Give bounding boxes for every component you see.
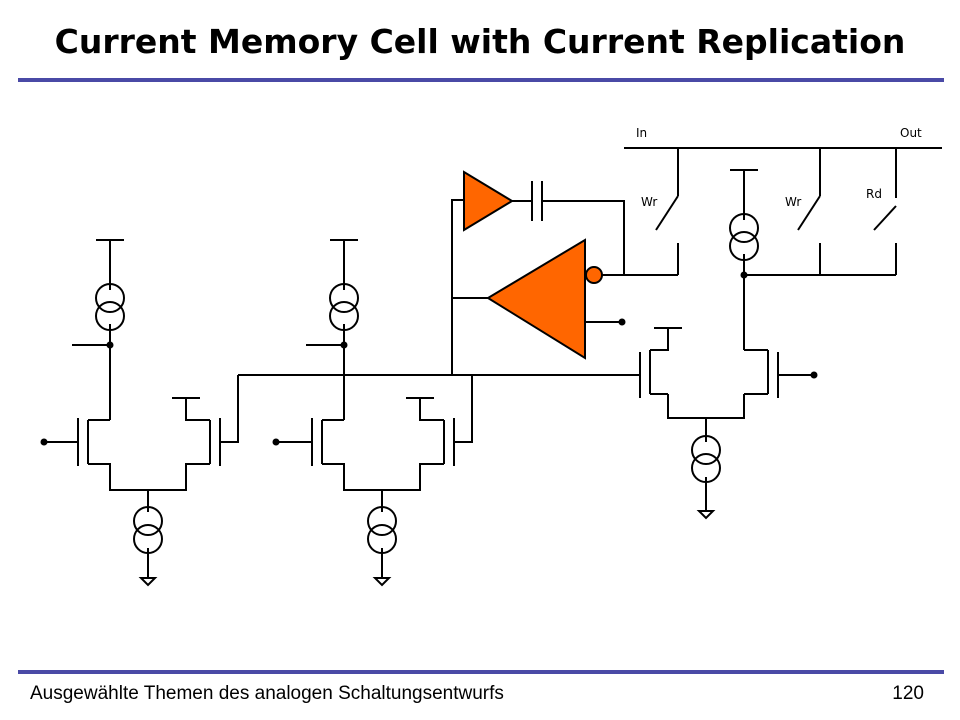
replica-transistor-right: [744, 349, 814, 398]
stage1-current-source-top: [95, 283, 125, 331]
stage2-current-source-bottom: [367, 506, 397, 554]
input-label: In: [636, 126, 647, 140]
replica-transistor-left: [639, 327, 682, 398]
replica-tail-wire: [667, 394, 745, 442]
opamp-reference-terminal: [618, 318, 626, 326]
write-switch-2-label: Wr: [785, 195, 801, 209]
stage2-current-source-top: [329, 283, 359, 331]
stage-2-memory-cell: [272, 239, 473, 587]
replica-stage: [639, 169, 818, 520]
read-switch: [873, 148, 897, 275]
stage2-gate-terminal: [272, 438, 280, 446]
output-label: Out: [900, 126, 922, 140]
stage1-current-source-bottom: [133, 506, 163, 554]
stage2-ground-icon: [372, 577, 392, 587]
stage2-transistor-right: [406, 375, 473, 466]
opamp: [486, 238, 586, 360]
stage2-node-dot: [340, 341, 348, 349]
stage1-transistor-right: [172, 375, 239, 466]
buffer-feedback-wire: [451, 199, 464, 298]
stage1-transistor-left: [44, 418, 210, 491]
coupling-capacitor: [512, 181, 625, 275]
footer-text: Ausgewählte Themen des analogen Schaltun…: [30, 683, 504, 704]
title-divider: [18, 78, 944, 82]
stage1-gate-terminal: [40, 438, 48, 446]
write-switch-2: [797, 148, 821, 275]
write-switch-1: [655, 148, 679, 275]
slide-title: Current Memory Cell with Current Replica…: [54, 22, 906, 61]
stage2-transistor-left: [276, 418, 444, 491]
stage-1-memory-cell: [40, 239, 239, 587]
replica-current-source-top: [729, 213, 759, 261]
replica-node-dot: [740, 271, 748, 279]
amp-output-wire: [451, 297, 488, 375]
stage1-ground-icon: [138, 577, 158, 587]
read-switch-label: Rd: [866, 187, 882, 201]
replica-ground-icon: [696, 510, 716, 520]
replica-current-source-bottom: [691, 435, 721, 483]
opamp-inverting-input-bubble: [585, 266, 603, 284]
page-number: 120: [892, 683, 924, 704]
replica-gate-terminal: [810, 371, 818, 379]
write-switch-1-label: Wr: [641, 195, 657, 209]
stage1-node-dot: [106, 341, 114, 349]
buffer-amplifier: [463, 170, 514, 232]
footer-divider: [18, 670, 944, 674]
